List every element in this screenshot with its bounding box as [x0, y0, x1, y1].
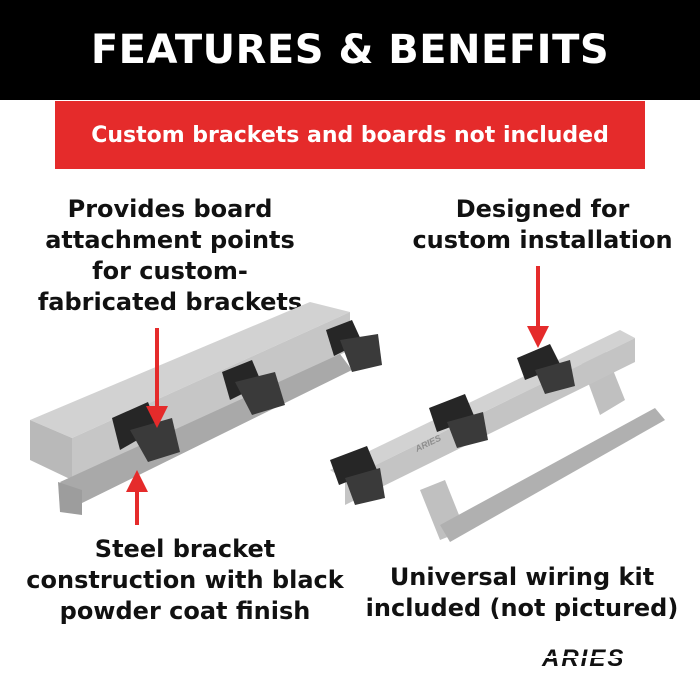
- caption-line: construction with black: [26, 566, 344, 594]
- caption-line: powder coat finish: [59, 597, 311, 625]
- bracket-right: [517, 344, 575, 394]
- left-running-board-image: [30, 302, 382, 515]
- bracket-middle: [429, 394, 488, 448]
- caption-custom-installation: Designed for custom installation: [400, 194, 685, 256]
- caption-line: Provides board: [67, 195, 273, 223]
- caption-line: included (not pictured): [365, 594, 679, 622]
- right-running-board-image: ARIES: [330, 330, 665, 542]
- bracket-right: [326, 320, 382, 372]
- aries-logo: ARIES: [540, 645, 666, 670]
- arrow-up-icon: [126, 470, 148, 525]
- caption-attachment-points: Provides board attachment points for cus…: [10, 194, 330, 318]
- caption-line: attachment points: [45, 226, 295, 254]
- caption-line: Steel bracket: [94, 535, 276, 563]
- board-front-face: [30, 420, 72, 480]
- caption-line: Designed for: [455, 195, 630, 223]
- bracket-left: [112, 402, 180, 462]
- caption-steel-bracket: Steel bracket construction with black po…: [20, 534, 350, 627]
- caption-line: Universal wiring kit: [389, 563, 655, 591]
- notice-banner: Custom brackets and boards not included: [55, 101, 645, 169]
- frame-base: [440, 408, 665, 542]
- arrow-down-icon: [527, 266, 549, 348]
- bracket-left: [330, 446, 385, 505]
- board-side-face: [345, 338, 635, 505]
- board-top-face: [30, 302, 350, 438]
- board-end-cap: [58, 482, 82, 515]
- caption-line: for custom-: [92, 257, 248, 285]
- notice-text: Custom brackets and boards not included: [91, 122, 609, 148]
- arrow-down-icon: [146, 328, 168, 428]
- caption-wiring-kit: Universal wiring kit included (not pictu…: [362, 562, 682, 624]
- header-bar: FEATURES & BENEFITS: [0, 0, 700, 100]
- caption-line: custom installation: [412, 226, 673, 254]
- bracket-middle: [222, 360, 285, 415]
- page-title: FEATURES & BENEFITS: [90, 27, 610, 73]
- caption-line: fabricated brackets: [37, 288, 303, 316]
